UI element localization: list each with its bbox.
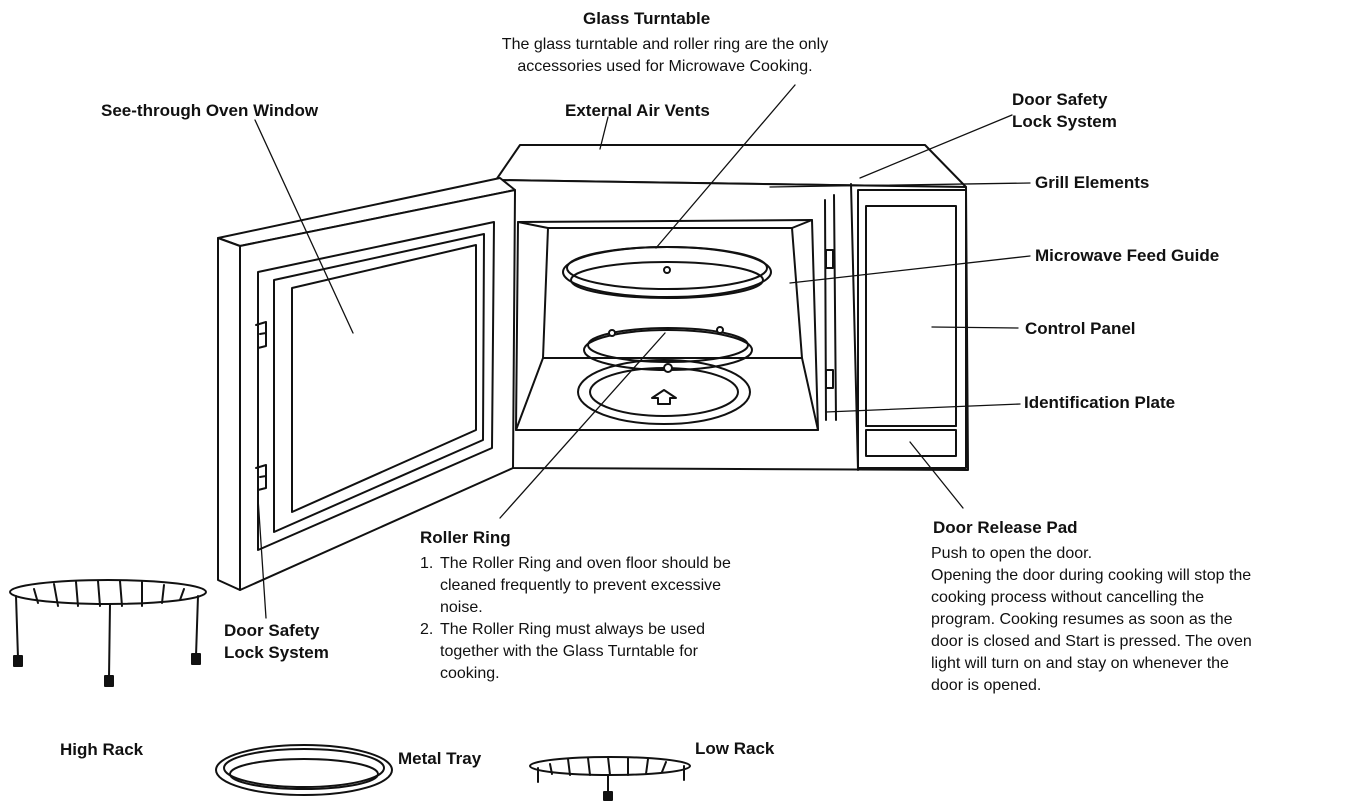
door-release-desc-line: light will turn on and stay on whenever … xyxy=(931,655,1229,672)
label-control-panel: Control Panel xyxy=(1025,319,1136,338)
glass-turntable-desc-line: The glass turntable and roller ring are … xyxy=(501,36,829,53)
high-rack-drawing xyxy=(9,579,207,687)
item-line: The Roller Ring must always be used xyxy=(440,621,706,638)
label-door-release-pad: Door Release Pad xyxy=(933,518,1078,537)
oven-door xyxy=(217,177,516,591)
item-line: noise. xyxy=(440,599,483,616)
door-release-desc-line: program. Cooking resumes as soon as the xyxy=(931,611,1233,628)
label-door-safety-lock-bottom: Door Safety Lock System xyxy=(224,620,329,664)
label-external-air-vents: External Air Vents xyxy=(565,101,710,120)
door-release-desc-line: Push to open the door. xyxy=(931,545,1093,562)
glass-turntable-drawing xyxy=(562,246,772,299)
door-release-desc-line: door is opened. xyxy=(931,677,1042,694)
oven-cavity xyxy=(515,194,837,431)
label-glass-turntable: Glass Turntable xyxy=(583,9,711,28)
item-line: together with the Glass Turntable for xyxy=(440,643,698,660)
roller-ring-drawing xyxy=(583,326,753,373)
item-line: cleaned frequently to prevent excessive xyxy=(440,577,722,594)
label-line: Lock System xyxy=(1012,112,1117,131)
metal-tray-drawing xyxy=(215,744,393,796)
label-door-safety-lock-top: Door Safety Lock System xyxy=(1012,89,1117,133)
leader-lines xyxy=(254,84,1031,619)
label-roller-ring: Roller Ring xyxy=(420,528,511,547)
door-release-desc-line: Opening the door during cooking will sto… xyxy=(931,567,1252,584)
door-release-desc-line: cooking process without cancelling the xyxy=(931,589,1205,606)
label-line: Lock System xyxy=(224,643,329,662)
label-metal-tray: Metal Tray xyxy=(398,749,482,768)
label-line: Door Safety xyxy=(224,621,320,640)
item-line: The Roller Ring and oven floor should be xyxy=(440,555,731,572)
label-line: Door Safety xyxy=(1012,90,1108,109)
item-number: 2. xyxy=(420,621,434,638)
label-identification-plate: Identification Plate xyxy=(1024,393,1176,412)
item-line: cooking. xyxy=(440,665,500,682)
door-release-pad-description: Push to open the door. Opening the door … xyxy=(931,543,1252,697)
roller-ring-item-2: 2. The Roller Ring must always be used t… xyxy=(420,619,731,685)
glass-turntable-description: The glass turntable and roller ring are … xyxy=(450,34,880,78)
item-text: The Roller Ring and oven floor should be… xyxy=(440,553,731,619)
item-text: The Roller Ring must always be used toge… xyxy=(440,619,705,685)
glass-turntable-desc-line: accessories used for Microwave Cooking. xyxy=(517,58,813,75)
roller-ring-description: 1. The Roller Ring and oven floor should… xyxy=(420,553,731,685)
item-number: 1. xyxy=(420,555,434,572)
door-release-desc-line: door is closed and Start is pressed. The… xyxy=(931,633,1252,650)
low-rack-drawing xyxy=(529,756,691,801)
label-low-rack: Low Rack xyxy=(695,739,775,758)
label-grill-elements: Grill Elements xyxy=(1035,173,1150,192)
label-see-through-window: See-through Oven Window xyxy=(101,101,319,120)
label-microwave-feed-guide: Microwave Feed Guide xyxy=(1035,246,1220,265)
label-high-rack: High Rack xyxy=(60,740,144,759)
roller-ring-item-1: 1. The Roller Ring and oven floor should… xyxy=(420,553,731,619)
